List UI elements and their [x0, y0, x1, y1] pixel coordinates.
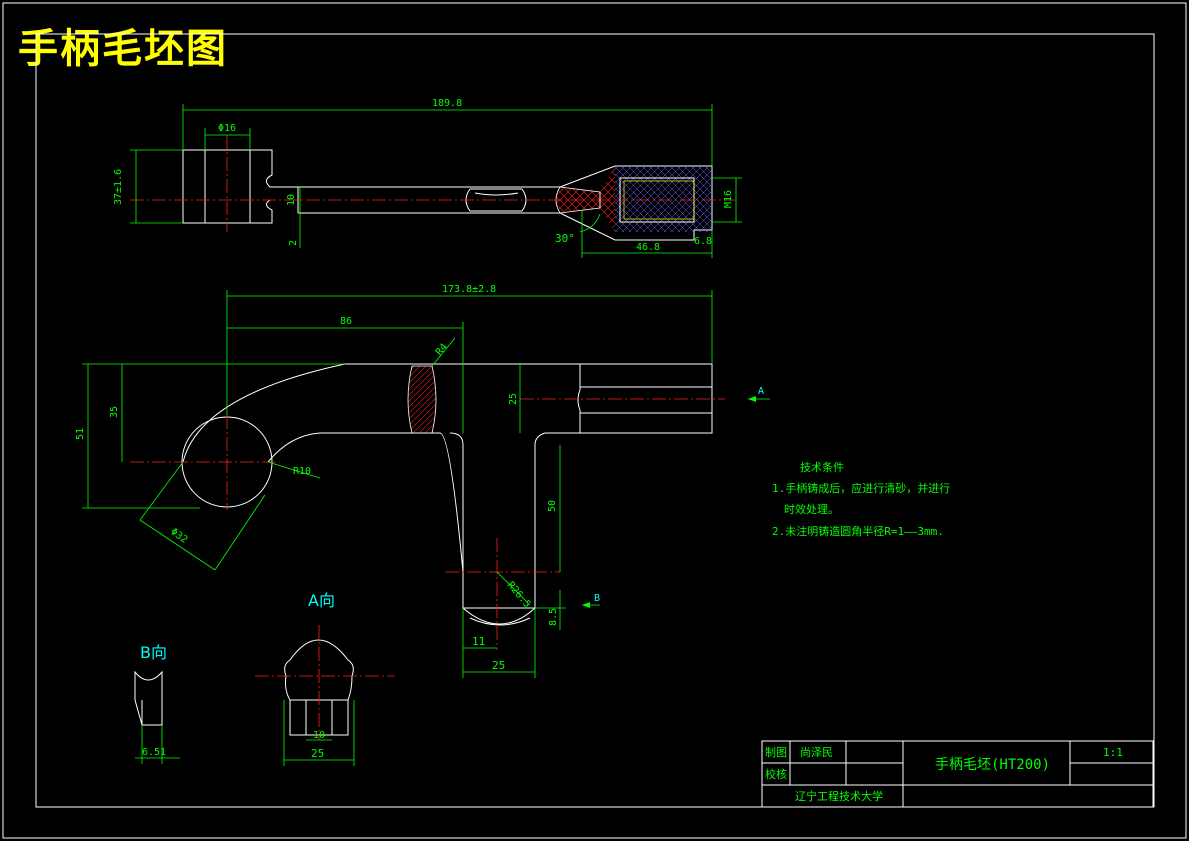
- dim-r26: R26.5: [505, 580, 533, 610]
- dim-r10: R10: [293, 466, 311, 477]
- dim-angle: 30°: [555, 232, 575, 245]
- dim-2: 2: [288, 240, 299, 246]
- tech-line2: 时效处理。: [784, 502, 839, 516]
- tb-draw-label: 制图: [765, 746, 787, 759]
- tb-school: 辽宁工程技术大学: [795, 789, 883, 803]
- view-a-dim-10: 10: [313, 730, 325, 741]
- front-view: 173.8±2.8 86 R4 51 35 R10 Φ32 25 50 R26.…: [75, 284, 770, 678]
- view-a-label: A向: [308, 591, 335, 610]
- dim-phi16: Φ16: [218, 123, 236, 134]
- dim-overall-front: 173.8±2.8: [442, 284, 496, 295]
- view-a: A向 10 25: [255, 591, 395, 766]
- tb-drawer: 尚泽民: [800, 745, 833, 759]
- tb-check-label: 校核: [765, 767, 787, 781]
- dim-86: 86: [340, 316, 352, 327]
- view-b: B向 6.51: [134, 643, 180, 764]
- dim-6-8: 6.8: [694, 236, 712, 247]
- dim-51: 51: [75, 428, 86, 440]
- tb-scale: 1:1: [1103, 746, 1123, 759]
- dim-height: 37±1.6: [113, 169, 124, 205]
- dim-thread: M16: [723, 190, 734, 208]
- dim-10: 10: [286, 194, 297, 206]
- tech-line3: 2.未注明铸造圆角半径R=1——3mm.: [772, 524, 944, 538]
- tb-part-name: 手柄毛坯(HT200): [935, 757, 1050, 773]
- arrow-a-label: A: [758, 386, 764, 397]
- dim-r4: R4: [434, 342, 450, 358]
- dim-25h: 25: [508, 393, 519, 405]
- dim-50: 50: [547, 500, 558, 512]
- dim-overall-top: 189.8: [432, 98, 462, 109]
- view-b-dim: 6.51: [142, 747, 166, 758]
- dim-25w: 25: [492, 659, 505, 672]
- drawing-title: 手柄毛坯图: [18, 25, 228, 72]
- view-b-label: B向: [140, 643, 167, 662]
- dim-46-8: 46.8: [636, 242, 660, 253]
- title-block: 制图 尚泽民 校核 手柄毛坯(HT200) 1:1 辽宁工程技术大学: [761, 740, 1154, 808]
- tech-title: 技术条件: [800, 460, 844, 474]
- technical-requirements: 技术条件 1.手柄铸成后，应进行清砂，并进行 时效处理。 2.未注明铸造圆角半径…: [772, 460, 950, 538]
- dim-35: 35: [109, 406, 120, 418]
- view-a-dim-25: 25: [311, 747, 324, 760]
- tech-line1: 1.手柄铸成后，应进行清砂，并进行: [772, 481, 950, 495]
- dim-phi32: Φ32: [168, 526, 189, 545]
- dim-8-5: 8.5: [548, 608, 559, 626]
- top-view: 189.8 Φ16 37±1.6 10 2 30° 46.8 6.8 M16: [113, 98, 742, 258]
- arrow-b-label: B: [594, 593, 600, 604]
- dim-11: 11: [472, 635, 485, 648]
